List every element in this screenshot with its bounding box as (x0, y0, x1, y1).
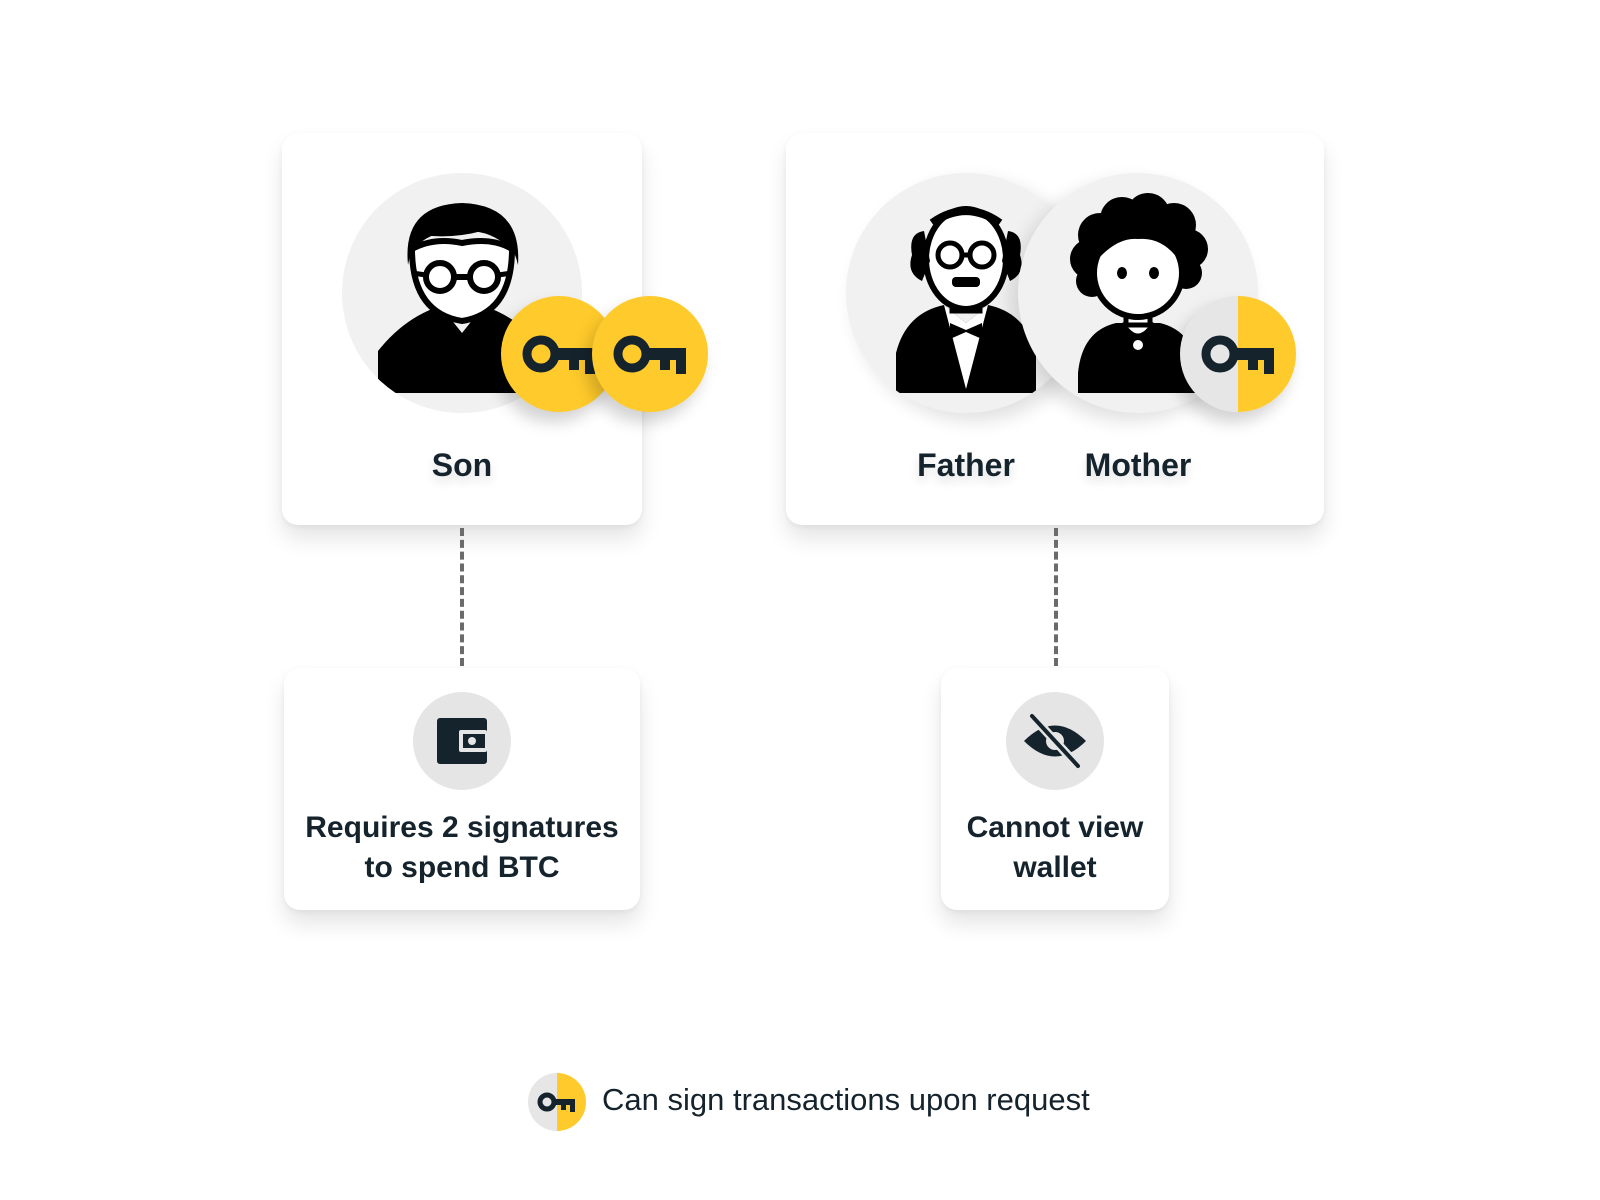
son-info-card: Requires 2 signatures to spend BTC (284, 668, 640, 910)
parents-info-card: Cannot view wallet (941, 668, 1169, 910)
son-info-text: Requires 2 signatures to spend BTC (284, 808, 640, 888)
father-name: Father (917, 447, 1015, 483)
eye-off-icon-circle (1006, 692, 1104, 790)
half-key-icon (1201, 335, 1274, 374)
son-name: Son (431, 447, 493, 483)
son-info-line1: Requires 2 signatures (305, 811, 619, 844)
parents-connector-line (1054, 528, 1058, 666)
mother-name: Mother (1084, 447, 1192, 483)
son-card: Son (282, 133, 708, 525)
parents-info-line1: Cannot view (966, 811, 1144, 844)
legend-key-badge (528, 1073, 586, 1131)
son-key-badge-2 (592, 296, 708, 412)
father-person-icon (896, 206, 1036, 393)
legend-text: Can sign transactions upon request (602, 1082, 1090, 1117)
wallet-icon (437, 718, 487, 764)
son-connector-line (460, 528, 464, 666)
key-icon (522, 335, 595, 374)
parents-info-text: Cannot view wallet (941, 808, 1169, 888)
parents-card: Father Mother (786, 133, 1324, 525)
son-key-badge-1 (501, 296, 617, 412)
mother-key-badge (1180, 296, 1296, 412)
eye-off-icon (1024, 711, 1086, 771)
wallet-icon-circle (413, 692, 511, 790)
mother-person-icon (1070, 193, 1208, 393)
half-key-icon (537, 1092, 575, 1112)
son-info-line2: to spend BTC (364, 851, 560, 884)
key-icon (613, 335, 686, 374)
parents-info-line2: wallet (1013, 851, 1097, 884)
